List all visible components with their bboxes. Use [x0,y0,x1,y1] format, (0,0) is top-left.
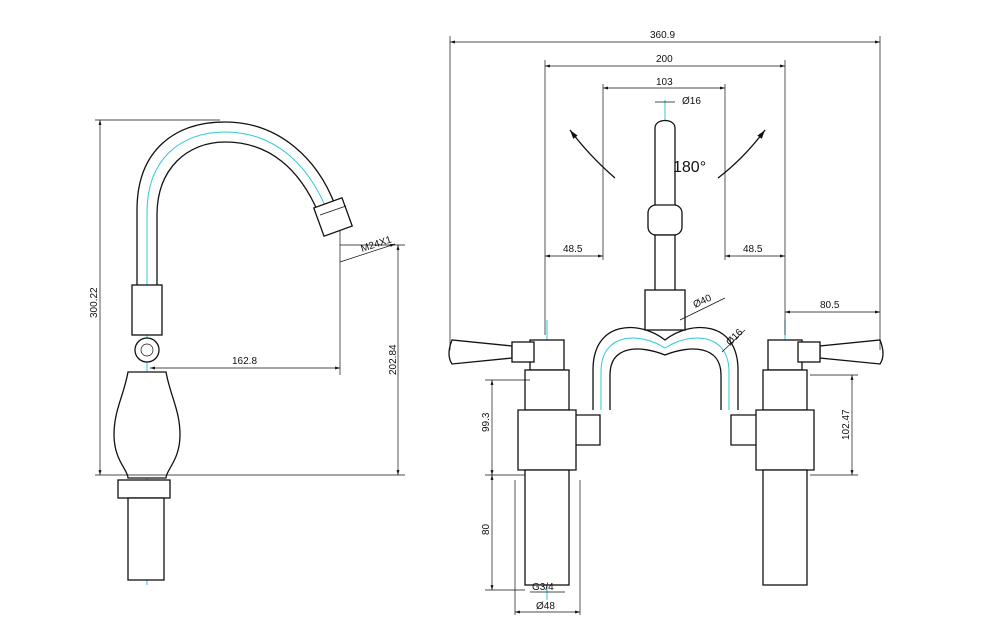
dim-shank-length: 80 [481,523,492,535]
dim-reach: 162.8 [232,356,257,367]
dim-thread: M24X1 [360,234,394,254]
dim-outlet-height: 202.84 [388,344,399,375]
dim-bridge-tube-diameter: Ø16 [724,327,745,348]
side-view: 300.22 202.84 162.8 M24X1 [89,119,405,585]
dim-left-offset: 48.5 [563,244,583,255]
dim-spout-width: 103 [656,77,673,88]
dim-left-valve-height: 99.3 [481,412,492,432]
front-view: 180° 360.9 200 103 Ø16 48.5 48.5 80.5 Ø4… [448,30,884,615]
dim-centres: 200 [656,54,673,65]
swivel-angle: 180° [673,159,706,176]
dim-overall-width: 360.9 [650,30,675,41]
dim-right-valve-height: 102.47 [841,409,852,440]
dim-bridge-diameter: Ø40 [692,293,714,311]
dim-shank-thread: G3/4 [532,582,554,593]
dim-spout-diameter: Ø16 [682,96,701,107]
dim-right-offset: 48.5 [743,244,763,255]
dim-base-diameter: Ø48 [536,601,555,612]
dim-lever-length: 80.5 [820,300,840,311]
dim-height-total: 300.22 [89,287,100,318]
